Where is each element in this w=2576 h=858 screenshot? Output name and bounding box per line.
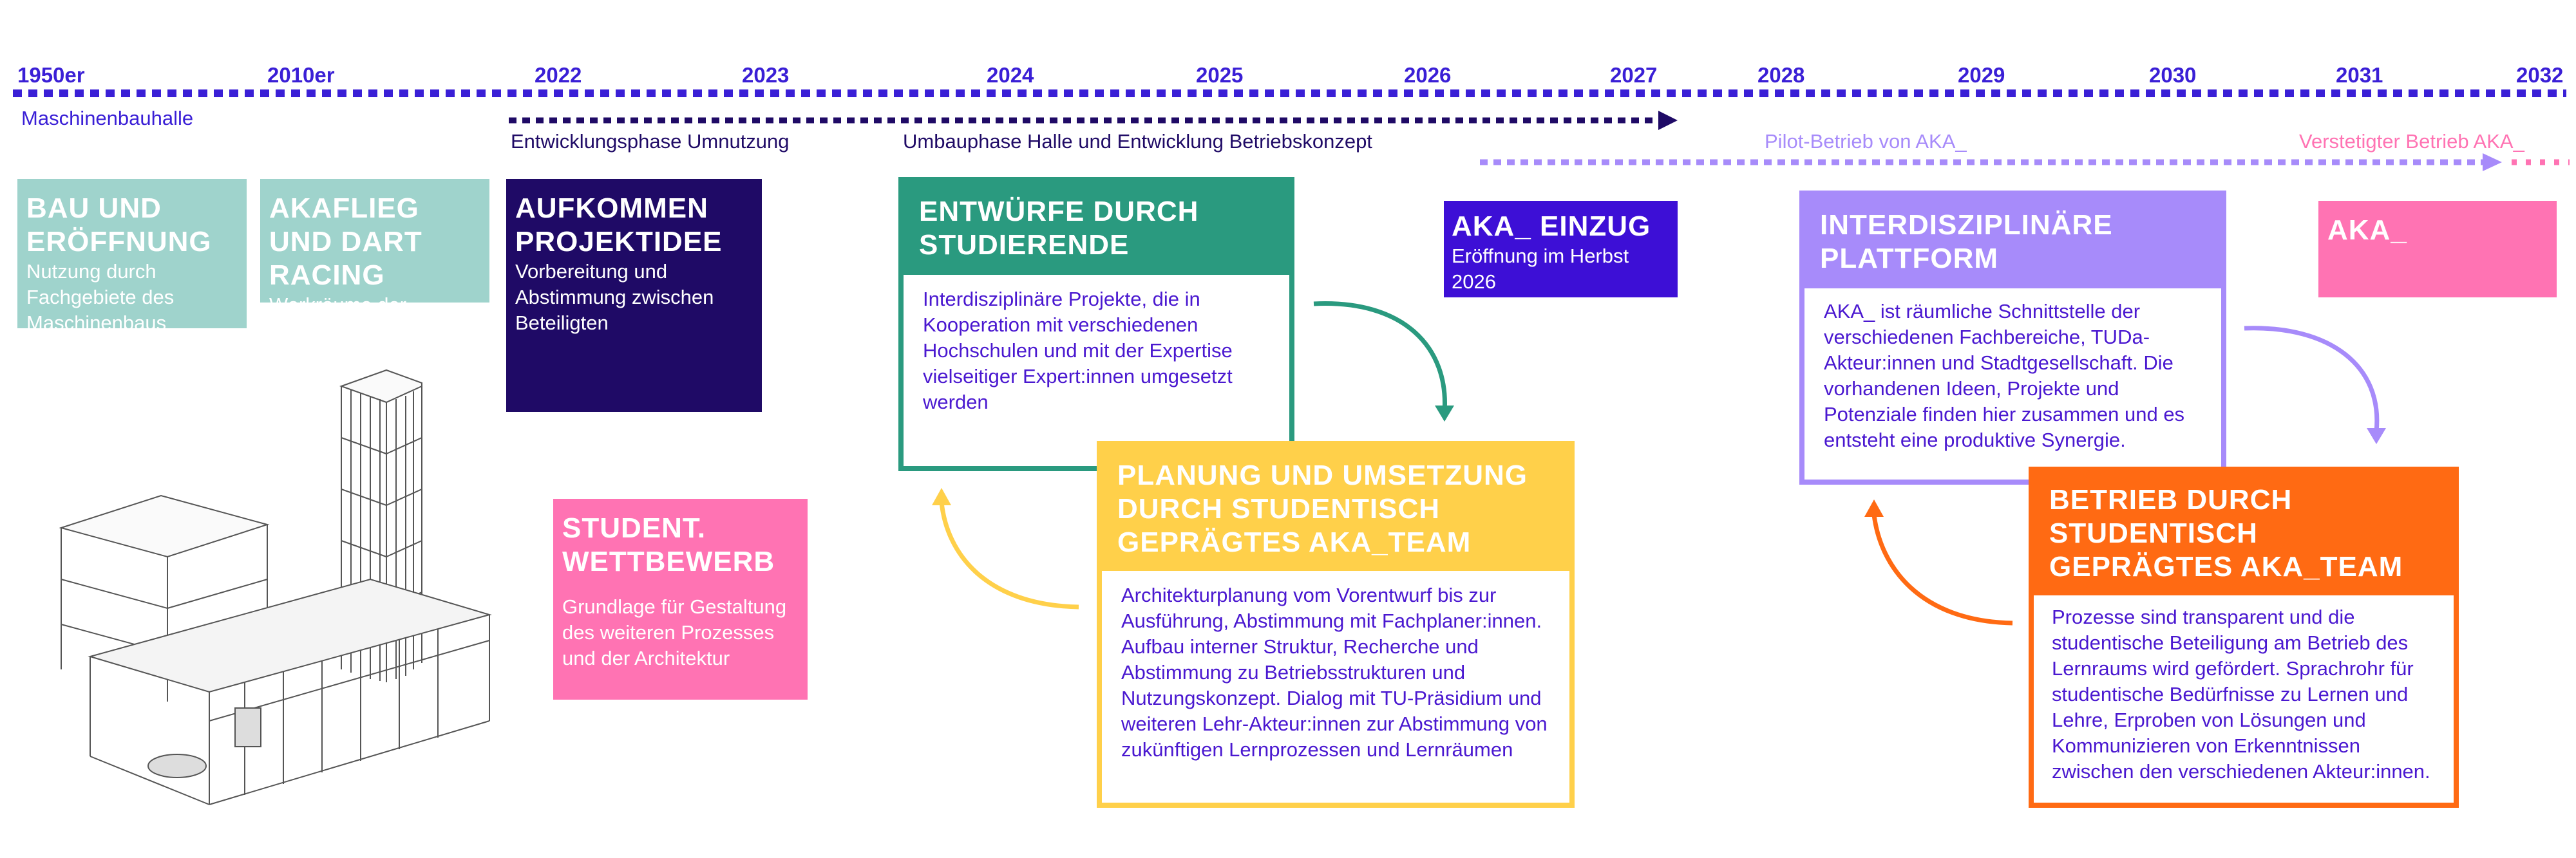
betrieb-text: Prozesse sind transparent und die studen… xyxy=(2034,595,2454,803)
box-bau-eroeffnung: BAU UND ERÖFFNUNG Nutzung durch Fachgebi… xyxy=(17,179,247,334)
arrow-entwuerfe-head xyxy=(1435,406,1454,422)
year-2025: 2025 xyxy=(1196,63,1244,87)
wettbewerb-text: Grundlage für Gestaltung des weiteren Pr… xyxy=(562,595,787,669)
box-betrieb: BETRIEB DURCH STUDENTISCH GEPRÄGTES AKA_… xyxy=(2029,467,2459,808)
box-aufkommen: AUFKOMMEN PROJEKTIDEE Vorbereitung und A… xyxy=(506,179,762,412)
arrow-planung-back-head xyxy=(932,488,951,505)
akaflieg-title: AKAFLIEG UND DART RACING xyxy=(269,192,422,291)
phase-umnutzung-arrow xyxy=(1658,111,1678,130)
box-plattform: INTERDISZIPLINÄRE PLATTFORM AKA_ ist räu… xyxy=(1799,191,2226,485)
phase-pilot-label: Pilot-Betrieb von AKA_ xyxy=(1765,130,1967,153)
arrow-plattform-to-betrieb xyxy=(2244,326,2380,432)
year-2030: 2030 xyxy=(2149,63,2197,87)
box-wettbewerb: STUDENT. WETTBEWERB Grundlage für Gestal… xyxy=(553,499,808,700)
einzug-title: AKA_ EINZUG xyxy=(1452,210,1651,242)
phase-pilot-arrow xyxy=(2483,153,2502,171)
box-aka: AKA_ xyxy=(2318,201,2557,297)
phase-verstetigt-label: Verstetigter Betrieb AKA_ xyxy=(2299,130,2524,153)
akaflieg-text: Werkräume der Hochschulgruppen xyxy=(269,294,436,342)
plattform-title: INTERDISZIPLINÄRE PLATTFORM xyxy=(1820,209,2113,274)
year-2027: 2027 xyxy=(1610,63,1658,87)
arrow-plattform-head xyxy=(2367,428,2386,444)
building-illustration xyxy=(59,369,492,805)
year-2032: 2032 xyxy=(2516,63,2564,87)
planung-title: PLANUNG UND UMSETZUNG DURCH STUDENTISCH … xyxy=(1117,460,1528,558)
year-2028: 2028 xyxy=(1757,63,1805,87)
year-2010er: 2010er xyxy=(267,63,335,87)
wettbewerb-title: STUDENT. WETTBEWERB xyxy=(562,512,775,577)
phase-umbau-label: Umbauphase Halle und Entwicklung Betrieb… xyxy=(903,130,1372,153)
bau-text: Nutzung durch Fachgebiete des Maschinenb… xyxy=(26,260,175,334)
arrow-betrieb-back xyxy=(1871,514,2013,626)
aka-title: AKA_ xyxy=(2327,214,2407,246)
arrow-entwuerfe-to-planung xyxy=(1313,301,1447,413)
year-2024: 2024 xyxy=(987,63,1034,87)
year-2022: 2022 xyxy=(535,63,582,87)
planung-text: Architekturplanung vom Vorentwurf bis zu… xyxy=(1102,571,1569,803)
arrow-betrieb-back-head xyxy=(1864,499,1884,517)
bau-title: BAU UND ERÖFFNUNG xyxy=(26,192,212,257)
year-1950er: 1950er xyxy=(17,63,85,87)
entwuerfe-title: ENTWÜRFE DURCH STUDIERENDE xyxy=(919,196,1199,261)
einzug-text: Eröffnung im Herbst 2026 xyxy=(1452,245,1629,293)
year-2023: 2023 xyxy=(742,63,790,87)
aufkommen-text: Vorbereitung und Abstimmung zwischen Bet… xyxy=(515,260,714,334)
year-2031: 2031 xyxy=(2336,63,2383,87)
box-einzug: AKA_ EINZUG Eröffnung im Herbst 2026 xyxy=(1444,201,1678,297)
box-planung: PLANUNG UND UMSETZUNG DURCH STUDENTISCH … xyxy=(1097,441,1575,808)
plattform-text: AKA_ ist räumliche Schnittstelle der ver… xyxy=(1804,288,2221,480)
box-akaflieg: AKAFLIEG UND DART RACING Werkräume der H… xyxy=(260,179,489,342)
phase-umnutzung-label: Entwicklungsphase Umnutzung xyxy=(511,130,790,153)
betrieb-title: BETRIEB DURCH STUDENTISCH GEPRÄGTES AKA_… xyxy=(2049,484,2403,583)
year-2029: 2029 xyxy=(1958,63,2005,87)
start-label: Maschinenbauhalle xyxy=(21,107,194,129)
entwuerfe-text: Interdisziplinäre Projekte, die in Koope… xyxy=(904,275,1289,466)
year-2026: 2026 xyxy=(1404,63,1452,87)
arrow-planung-back xyxy=(939,501,1079,610)
box-entwuerfe: ENTWÜRFE DURCH STUDIERENDE Interdiszipli… xyxy=(898,177,1294,471)
aufkommen-title: AUFKOMMEN PROJEKTIDEE xyxy=(515,192,723,257)
